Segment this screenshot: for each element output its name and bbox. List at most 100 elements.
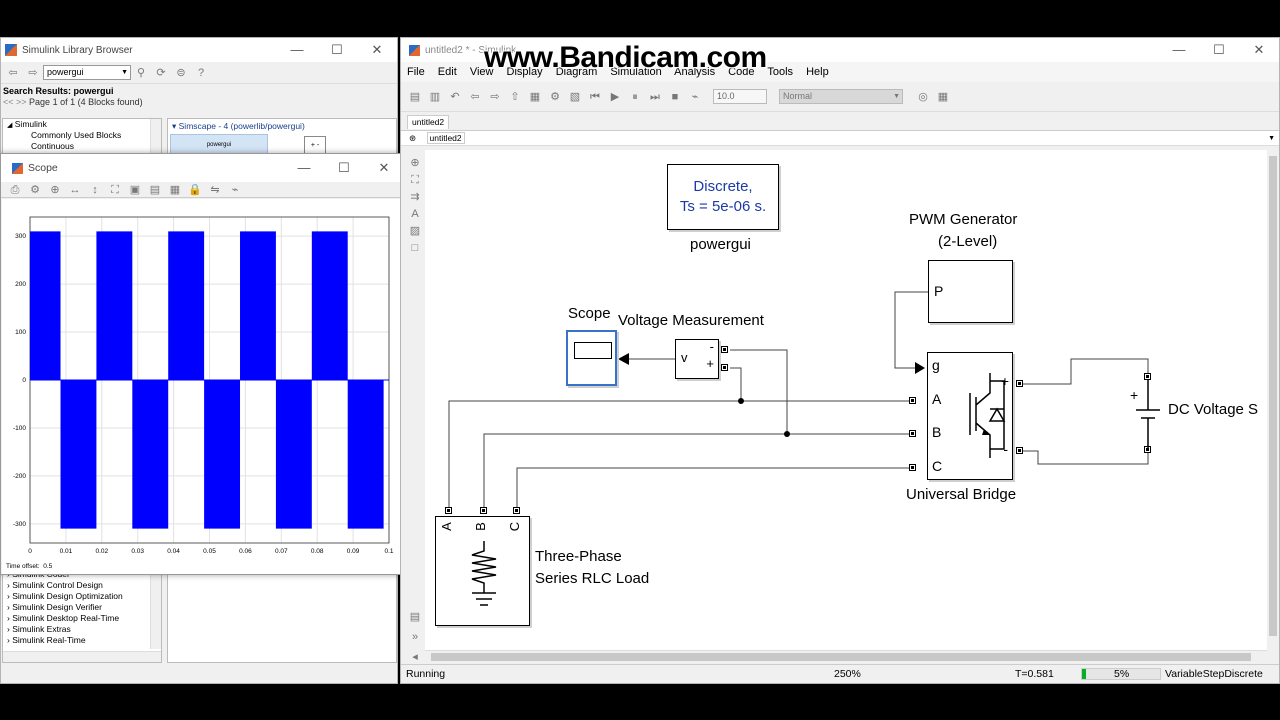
forward-icon[interactable]: ⇨ <box>490 90 500 103</box>
hscroll-thumb[interactable] <box>431 653 1251 661</box>
settings-icon[interactable]: ⚙ <box>30 183 40 196</box>
close-button[interactable]: ✕ <box>371 42 383 57</box>
close-button[interactable]: ✕ <box>1253 42 1265 57</box>
tree-item[interactable]: › Simulink Desktop Real-Time <box>7 613 120 623</box>
chevron-down-icon[interactable]: ▼ <box>1268 135 1275 142</box>
menu-view[interactable]: View <box>469 66 494 78</box>
pin-icon[interactable]: ⊜ <box>176 66 186 79</box>
step-forward-icon[interactable]: ⏭ <box>650 90 660 103</box>
model-advisor-icon[interactable]: ◎ <box>918 90 928 103</box>
sim-mode-select[interactable]: Normal ▼ <box>779 89 903 104</box>
hide-icon[interactable]: ◂ <box>412 651 418 663</box>
help-icon[interactable]: ? <box>197 66 205 79</box>
area-icon[interactable]: □ <box>411 242 419 254</box>
tree-item[interactable]: › Simulink Control Design <box>7 580 103 590</box>
maximize-button[interactable]: ☐ <box>338 160 350 175</box>
result-header[interactable]: ▾ Simscape - 4 (powerlib/powergui) <box>172 121 305 131</box>
library-icon[interactable]: ▦ <box>529 90 541 103</box>
tree-item[interactable]: › Simulink Design Optimization <box>7 591 123 601</box>
floating-icon[interactable]: ▦ <box>169 183 181 196</box>
menu-simulation[interactable]: Simulation <box>610 66 662 78</box>
save-axes-icon[interactable]: ▣ <box>129 183 141 196</box>
library-search-box[interactable]: powergui ▼ <box>43 65 131 80</box>
menu-edit[interactable]: Edit <box>437 66 457 78</box>
undo-icon[interactable]: ↶ <box>450 90 460 103</box>
pause-icon[interactable]: ⏸ <box>632 90 638 103</box>
image-icon[interactable]: ▨ <box>409 225 421 237</box>
explorer-icon[interactable]: ▧ <box>569 90 581 103</box>
tree-item[interactable]: Continuous <box>31 141 75 151</box>
model-settings-icon[interactable]: ⚙ <box>550 90 560 103</box>
universal-bridge-block[interactable]: g A B C + - <box>927 352 1013 480</box>
stop-time-input[interactable]: 10.0 <box>713 89 767 104</box>
tree-item[interactable]: › Simulink Design Verifier <box>7 602 102 612</box>
canvas-vscrollbar[interactable] <box>1267 150 1279 650</box>
menu-display[interactable]: Display <box>506 66 543 78</box>
print-icon[interactable]: ⎙ <box>10 183 20 196</box>
zoom-in-icon[interactable]: ⊕ <box>50 183 60 196</box>
canvas-hscrollbar[interactable] <box>425 650 1267 662</box>
forward-icon[interactable]: ⇨ <box>28 66 38 79</box>
menu-file[interactable]: File <box>407 66 425 78</box>
load-port-c[interactable] <box>513 507 520 514</box>
load-port-b[interactable] <box>480 507 487 514</box>
pwm-generator-block[interactable]: P <box>928 260 1013 323</box>
lock-icon[interactable]: 🔒 <box>188 183 202 196</box>
back-icon[interactable]: ⇦ <box>8 66 18 79</box>
chevron-down-icon[interactable]: ▼ <box>121 69 128 76</box>
comment-icon[interactable]: ▤ <box>409 611 421 623</box>
menu-tools[interactable]: Tools <box>767 66 794 78</box>
tree-hscrollbar[interactable] <box>3 651 161 662</box>
powergui-block[interactable]: Discrete, Ts = 5e-06 s. <box>667 164 779 230</box>
rlc-load-block[interactable]: A B C <box>435 516 530 626</box>
tree-item[interactable]: › Simulink Real-Time <box>7 635 86 645</box>
zoom-x-icon[interactable]: ↔ <box>69 183 81 196</box>
vm-port-plus[interactable] <box>721 364 728 371</box>
bridge-port-a[interactable] <box>909 397 916 404</box>
build-icon[interactable]: ▦ <box>937 90 949 103</box>
collapse-icon[interactable]: » <box>411 631 419 643</box>
minimize-button[interactable]: — <box>297 160 311 175</box>
model-canvas[interactable]: Discrete, Ts = 5e-06 s. powergui PWM Gen… <box>425 150 1267 650</box>
menu-help[interactable]: Help <box>806 66 829 78</box>
zoom-in-icon[interactable]: ⊕ <box>410 157 420 169</box>
bridge-port-plus[interactable] <box>1016 380 1023 387</box>
menu-analysis[interactable]: Analysis <box>674 66 716 78</box>
dc-port-plus[interactable] <box>1144 373 1151 380</box>
model-tab[interactable]: untitled2 <box>407 115 449 129</box>
tree-root-simulink[interactable]: ◢ Simulink <box>7 119 47 129</box>
bridge-port-c[interactable] <box>909 464 916 471</box>
run-icon[interactable]: ▶ <box>610 90 620 103</box>
back-icon[interactable]: ⇦ <box>470 90 480 103</box>
breadcrumb[interactable]: untitled2 <box>426 132 465 144</box>
load-port-a[interactable] <box>445 507 452 514</box>
menu-diagram[interactable]: Diagram <box>555 66 598 78</box>
maximize-button[interactable]: ☐ <box>1213 42 1225 57</box>
page-nav[interactable]: << >> <box>3 97 27 107</box>
data-inspector-icon[interactable]: ⌁ <box>691 90 699 103</box>
select-signals-icon[interactable]: ⇋ <box>210 183 220 196</box>
stop-icon[interactable]: ■ <box>671 90 679 103</box>
menu-code[interactable]: Code <box>728 66 755 78</box>
vm-port-minus[interactable] <box>721 346 728 353</box>
tree-item[interactable]: › Simulink Extras <box>7 624 71 634</box>
new-model-icon[interactable]: ▤ <box>409 90 421 103</box>
step-back-icon[interactable]: ⏮ <box>590 90 600 103</box>
maximize-button[interactable]: ☐ <box>331 42 343 57</box>
voltage-measurement-block[interactable]: v - + <box>675 339 719 379</box>
minimize-button[interactable]: — <box>1172 42 1186 57</box>
bridge-port-minus[interactable] <box>1016 447 1023 454</box>
tree-item[interactable]: Commonly Used Blocks <box>31 130 122 140</box>
scope-block[interactable] <box>566 330 617 386</box>
minimize-button[interactable]: — <box>290 42 304 57</box>
arrow-icon[interactable]: ⇉ <box>410 191 420 203</box>
autoscale-icon[interactable]: ⛶ <box>111 183 119 196</box>
zoom-y-icon[interactable]: ↕ <box>92 183 98 196</box>
restore-axes-icon[interactable]: ▤ <box>149 183 161 196</box>
close-button[interactable]: ✕ <box>378 160 390 175</box>
refresh-icon[interactable]: ⟳ <box>156 66 166 79</box>
save-icon[interactable]: ▥ <box>429 90 441 103</box>
model-browser-icon[interactable]: ⊛ <box>409 133 417 143</box>
parameters-icon[interactable]: ⌁ <box>231 183 239 196</box>
up-icon[interactable]: ⇧ <box>510 90 520 103</box>
